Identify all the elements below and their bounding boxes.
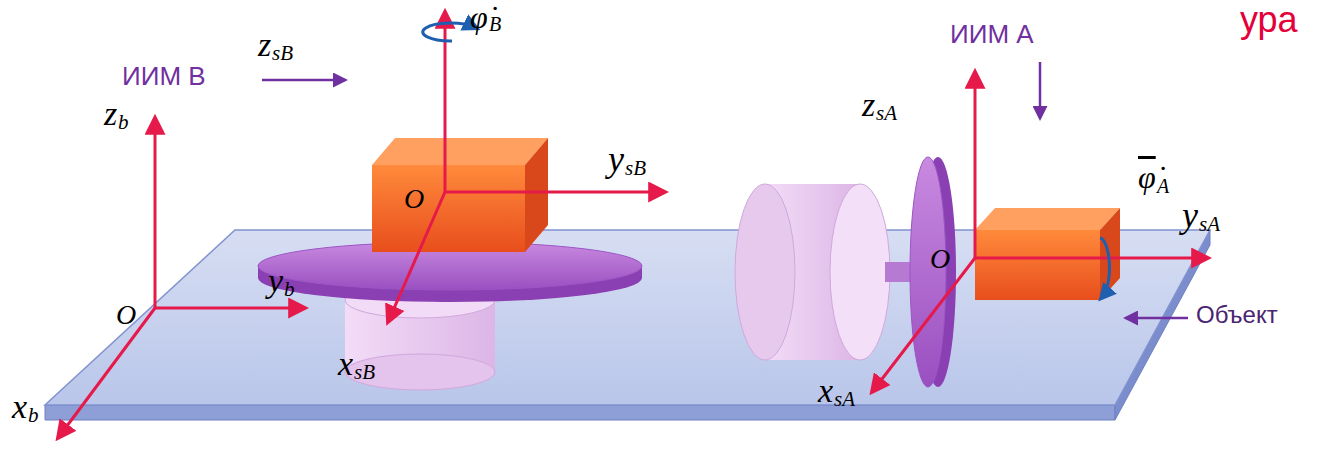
angle-rate: φ̇ bbox=[470, 0, 488, 35]
axis-subscript: sB bbox=[354, 361, 375, 384]
object-plate bbox=[45, 230, 1210, 420]
axis-name: y bbox=[608, 140, 624, 180]
axis-name: x bbox=[12, 388, 27, 425]
axis-name: x bbox=[818, 372, 833, 409]
unit-name: ИИМ В bbox=[122, 62, 206, 91]
axis-name: y bbox=[268, 262, 283, 299]
origin-label: O bbox=[116, 300, 136, 331]
coordinate-axes bbox=[58, 12, 1208, 438]
axis-subscript: b bbox=[284, 278, 295, 301]
origin-label: O bbox=[404, 184, 424, 215]
angle-subscript: B bbox=[489, 13, 501, 35]
axis-subscript: b bbox=[28, 404, 39, 427]
angle-rate: φ̇ bbox=[1138, 160, 1156, 195]
axis-subscript: sA bbox=[876, 102, 897, 125]
pointer-arrow bbox=[262, 62, 1188, 318]
axis-name: y bbox=[1182, 196, 1198, 236]
axis-subscript: sA bbox=[834, 388, 855, 411]
axis-subscript: sA bbox=[1199, 213, 1220, 236]
angle-subscript: A bbox=[1157, 175, 1169, 197]
unit-a bbox=[735, 157, 1120, 387]
axis-subscript: sB bbox=[625, 157, 646, 180]
unit-name: ИИМ А bbox=[950, 20, 1034, 49]
axis-subscript: sB bbox=[272, 42, 293, 65]
axis-name: z bbox=[104, 95, 117, 132]
origin-label: O bbox=[930, 244, 950, 275]
object-label: Объект bbox=[1196, 302, 1278, 328]
axis-name: z bbox=[862, 86, 875, 123]
axis-subscript: b bbox=[118, 111, 129, 134]
unit-b bbox=[258, 138, 642, 390]
rotation-arrow bbox=[423, 23, 1110, 296]
heading-fragment: ура bbox=[1240, 0, 1298, 40]
axis-name: x bbox=[338, 345, 353, 382]
axis-name: z bbox=[258, 26, 271, 63]
